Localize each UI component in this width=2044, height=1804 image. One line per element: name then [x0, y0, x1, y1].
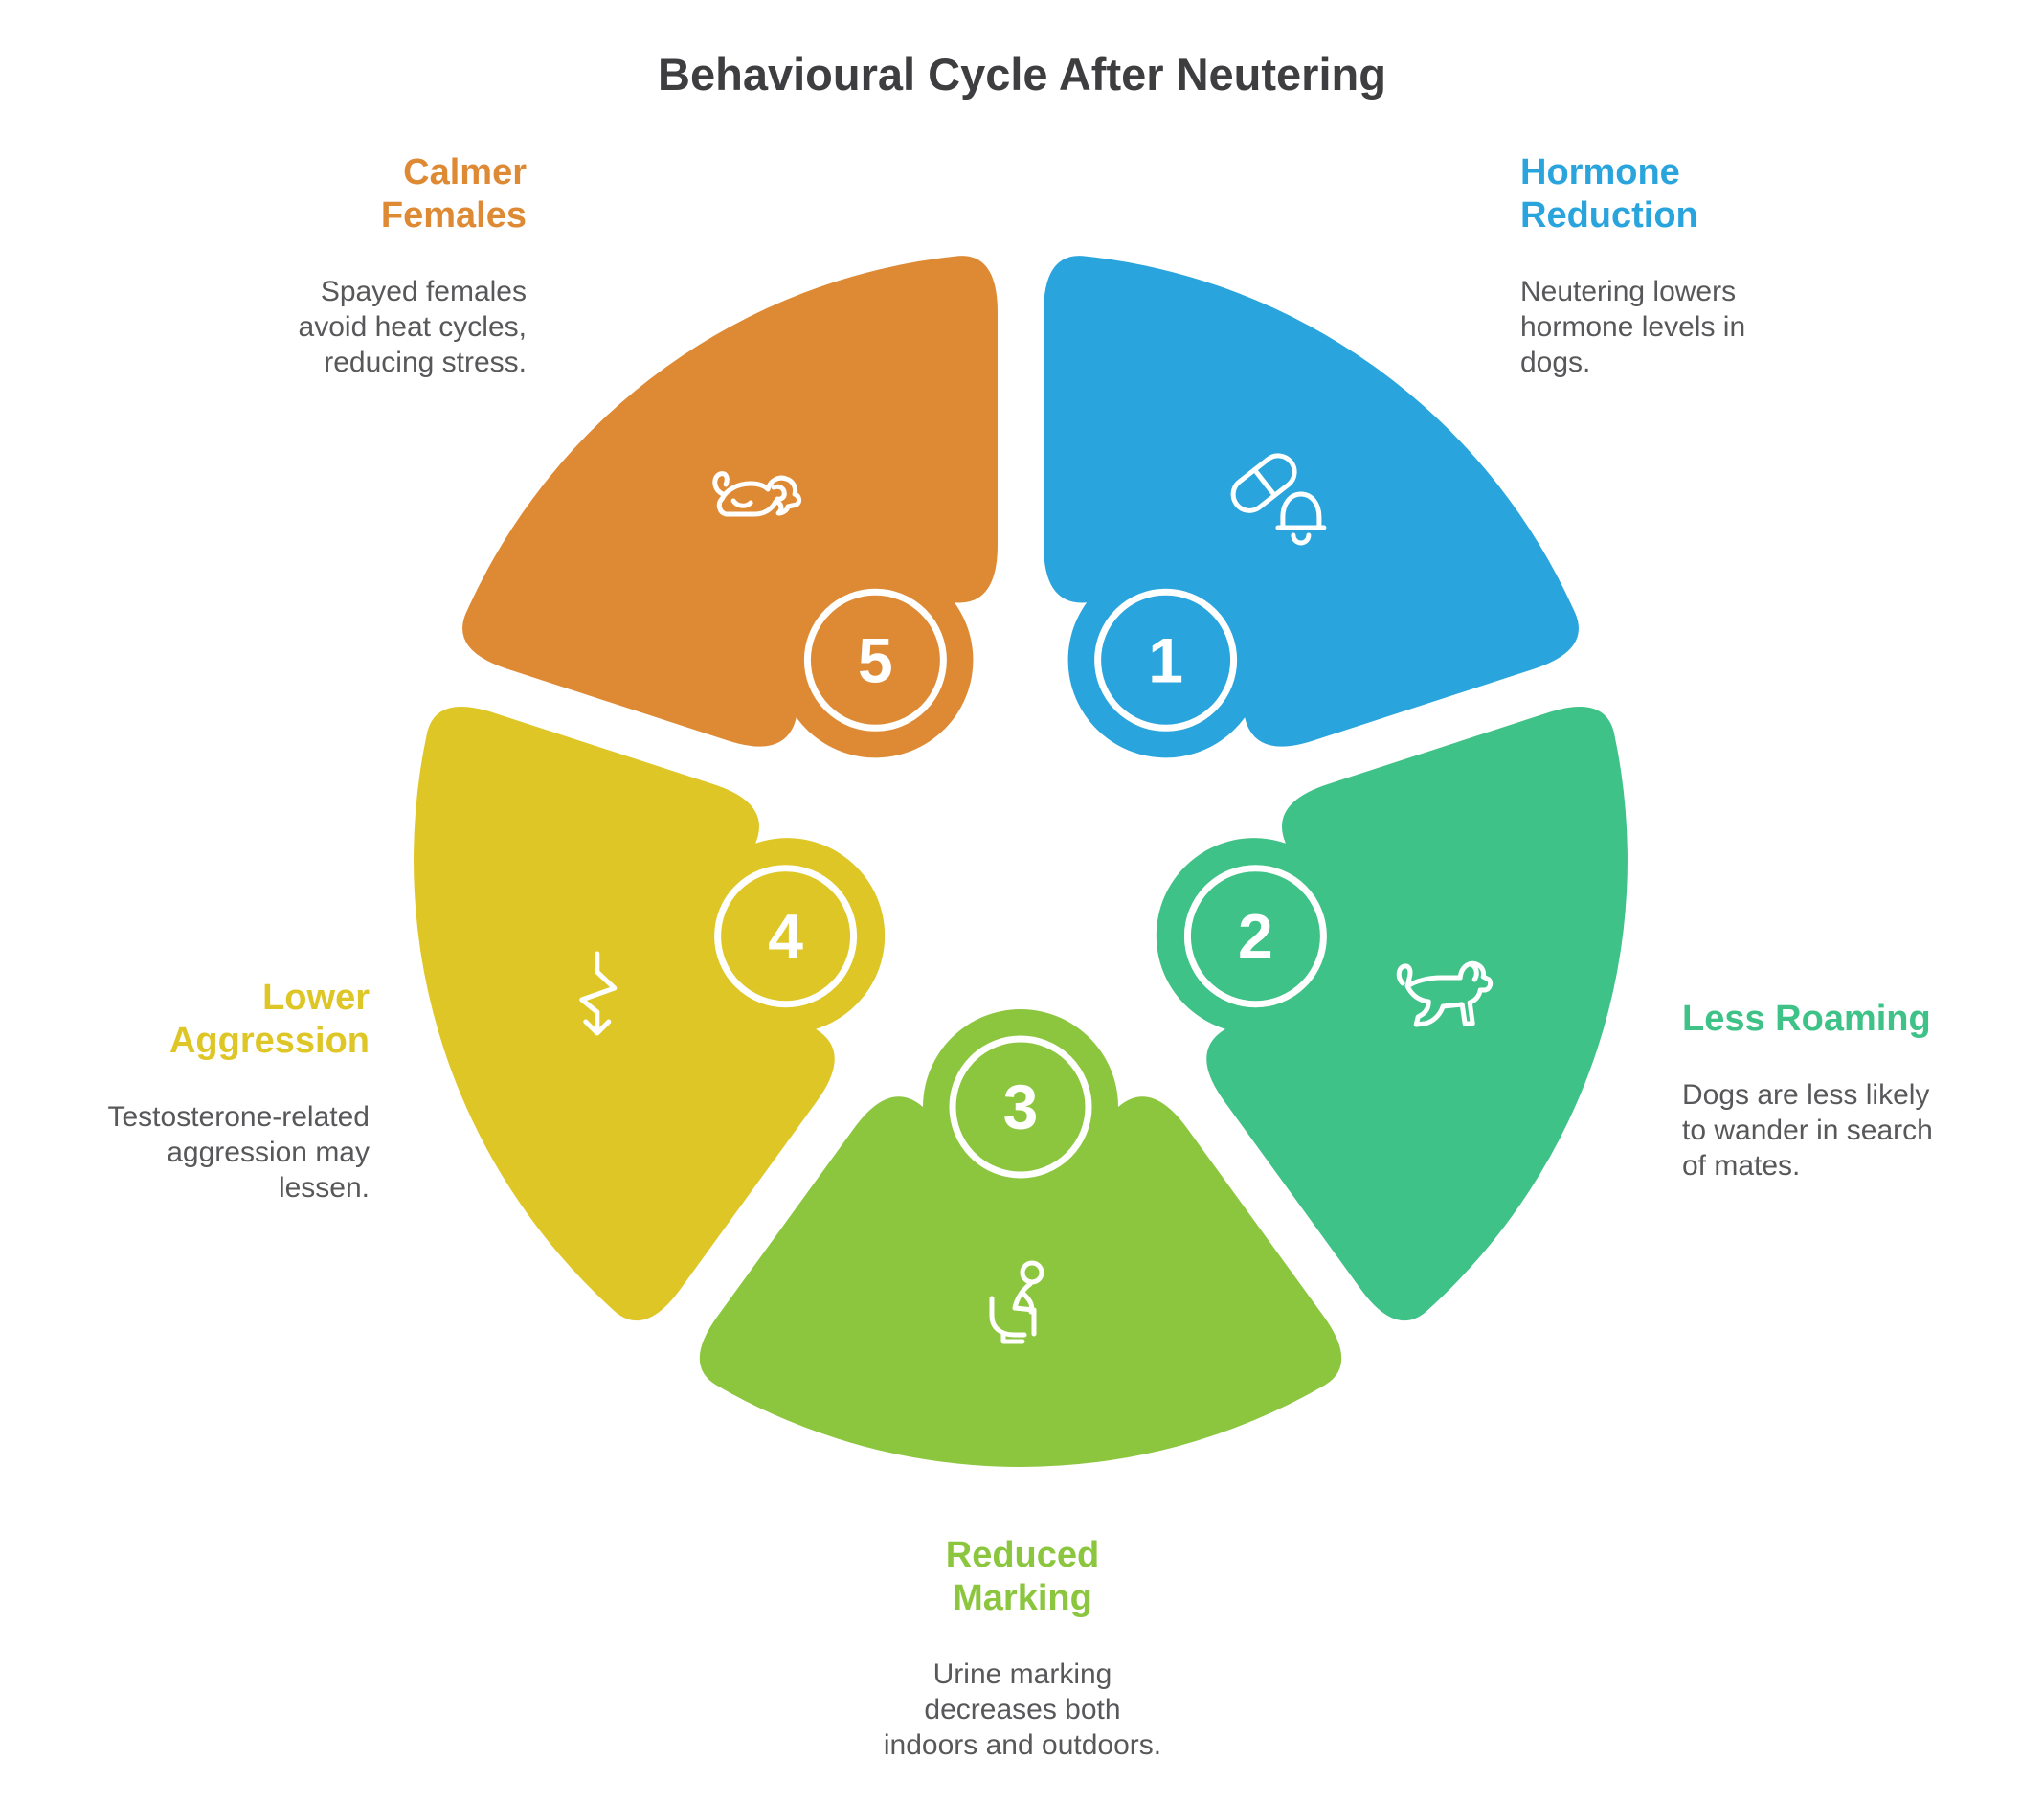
step-number: 1 [1148, 624, 1183, 695]
pill-bell-icon [1230, 453, 1327, 546]
item-description: Dogs are less likely to wander in search… [1682, 1079, 1933, 1182]
item-description: Urine marking decreases both indoors and… [883, 1658, 1162, 1761]
step-number: 3 [1003, 1071, 1039, 1142]
cycle-segment-4: 4 [414, 706, 886, 1321]
lightning-decrease-icon [579, 951, 618, 1036]
cycle-segment-3: 3 [699, 1009, 1342, 1467]
sleeping-dog-icon [712, 471, 802, 517]
segment-shape [1156, 706, 1628, 1321]
step-number: 2 [1238, 901, 1273, 972]
page-title: Behavioural Cycle After Neutering [658, 49, 1386, 100]
step-number-badge [1094, 588, 1238, 732]
item-heading: Calmer Females [380, 152, 527, 236]
item-heading: Lower Aggression [168, 978, 370, 1061]
step-number-badge [803, 588, 947, 732]
cycle-segment-5: 5 [462, 256, 998, 758]
item-block-lower-aggression: Lower Aggression Testosterone-related ag… [84, 977, 371, 1206]
step-number-badge [714, 865, 858, 1008]
step-number: 4 [768, 901, 803, 972]
cycle-segment-2: 2 [1156, 706, 1628, 1321]
segment-shape [414, 706, 886, 1321]
item-block-reduced-marking: Reduced Marking Urine marking decreases … [881, 1534, 1164, 1763]
item-description: Neutering lowers hormone levels in dogs. [1520, 276, 1746, 378]
item-heading: Hormone Reduction [1520, 152, 1698, 236]
step-number-badge [949, 1035, 1092, 1179]
step-number-badge [1183, 865, 1327, 1008]
cycle-segment-1: 1 [1044, 256, 1579, 758]
item-description: Spayed females avoid heat cycles, reduci… [298, 276, 527, 378]
item-heading: Reduced Marking [945, 1535, 1100, 1618]
walking-dog-icon [1396, 960, 1494, 1027]
segment-shape [699, 1009, 1342, 1467]
item-block-hormone-reduction: Hormone Reduction Neutering lowers hormo… [1520, 151, 1767, 380]
item-description: Testosterone-related aggression may less… [107, 1101, 371, 1204]
item-block-less-roaming: Less Roaming Dogs are less likely to wan… [1682, 998, 1944, 1184]
step-number: 5 [858, 624, 893, 695]
item-heading: Less Roaming [1682, 999, 1931, 1039]
person-on-toilet-icon [989, 1260, 1044, 1344]
item-block-calmer-females: Calmer Females Spayed females avoid heat… [281, 151, 527, 380]
